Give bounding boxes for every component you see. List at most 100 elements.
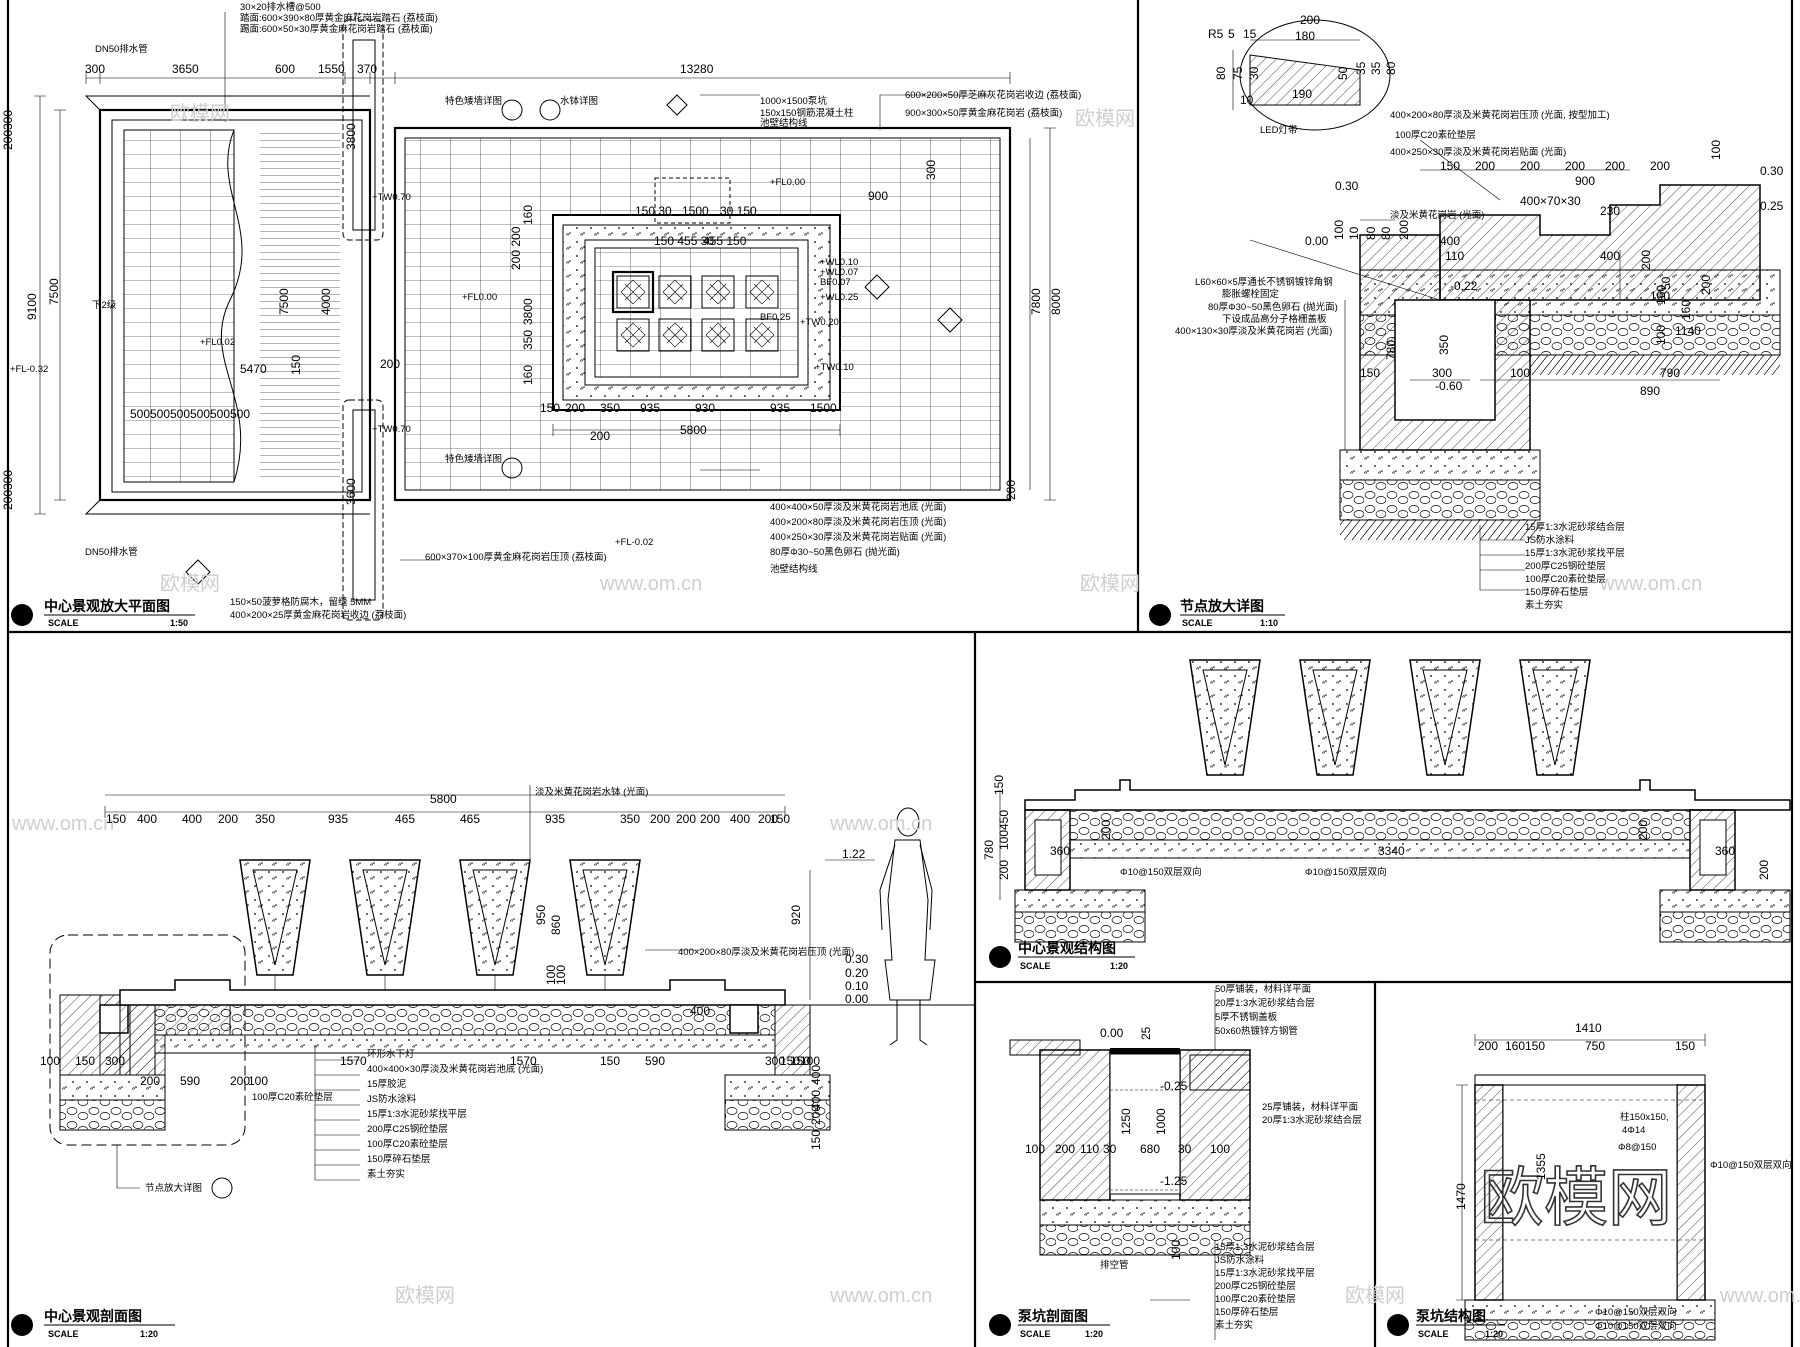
- watermark: 欧模网: [395, 1284, 455, 1307]
- section-note: 淡及米黄花岗岩水钵 (光面): [535, 786, 648, 798]
- plan-scale: 1:50: [170, 618, 188, 628]
- plan-dim-label: 300: [85, 62, 105, 76]
- plan-dim-label: 7800: [1029, 288, 1043, 315]
- section-dim-label: 350: [255, 812, 275, 826]
- plan-note: 踏面:600×390×80厚黄金麻花岗岩踏石 (荔枝面): [240, 12, 438, 24]
- section-dim-label: 465: [395, 812, 415, 826]
- plan-dim-label: 200: [590, 429, 610, 443]
- pump-dim-label: 680: [1140, 1142, 1160, 1156]
- plan-note: DN50排水管: [85, 546, 138, 558]
- pump-structure-title: 泵坑结构图: [1416, 1308, 1486, 1324]
- plan-level-mark: +FL-0.02: [615, 537, 653, 548]
- node-dim-label: 5: [1228, 27, 1235, 41]
- pump-dim-label: -0.25: [1160, 1079, 1188, 1093]
- plan-dim-label: 300: [924, 160, 938, 180]
- plan-dim-label: 3800: [521, 298, 535, 325]
- pump-dim-label: 30: [1103, 1142, 1117, 1156]
- section-dim-label: 0.00: [845, 992, 869, 1006]
- section-dim-label: 1570: [510, 1054, 537, 1068]
- node-dim-label: 0.30: [1335, 179, 1359, 193]
- section-dim-label: 400: [182, 812, 202, 826]
- pump-note: 素土夯实: [1215, 1319, 1253, 1331]
- node-dim-label: 75: [1231, 66, 1245, 80]
- plan-dim-label: 150: [540, 401, 560, 415]
- plan-dim-label: 150 455 30: [654, 234, 714, 248]
- node-dim-label: R5: [1208, 27, 1224, 41]
- section-note: 200厚C25钢砼垫层: [367, 1123, 448, 1135]
- pump-section-scale: 1:20: [1085, 1329, 1103, 1339]
- pump-structure-note: Φ10@150双层双向: [1595, 1306, 1677, 1318]
- pump-notes: 50厚铺装，材料详平面20厚1:3水泥砂浆结合层5厚不锈钢盖板50x60热镀锌方…: [1100, 983, 1362, 1331]
- pump-note: 50厚铺装，材料详平面: [1215, 983, 1311, 995]
- plan-dim-label: 300: [1, 110, 15, 130]
- plan-note: 80厚Φ30~50黑色卵石 (抛光面): [770, 546, 900, 558]
- pump-note: 200厚C25钢砼垫层: [1215, 1280, 1296, 1292]
- plan-level-mark: +FL0.02: [200, 337, 235, 348]
- plan-note: 1000×1500泵坑: [760, 95, 827, 107]
- section-dim-label: 935: [328, 812, 348, 826]
- node-note: 150厚碎石垫层: [1525, 586, 1588, 598]
- section-dim-label: 200: [230, 1074, 250, 1088]
- pump-dim-label: -1.25: [1160, 1174, 1188, 1188]
- pump-note: JS防水涂料: [1215, 1254, 1265, 1266]
- plan-dim-label: 3800: [344, 123, 358, 150]
- section-dim-label: 400: [809, 1065, 823, 1085]
- section-note: 15厚胶泥: [367, 1078, 407, 1090]
- node-dim-label: 300: [1432, 366, 1452, 380]
- plan-drawing: [34, 12, 1056, 621]
- plan-level-mark: +TW0.20: [800, 317, 839, 328]
- section-dim-label: 150: [770, 812, 790, 826]
- plan-dim-label: 150: [289, 355, 303, 375]
- pump-structure-note: 柱150x150,: [1620, 1111, 1669, 1123]
- plan-dim-label: 200: [1, 130, 15, 150]
- section-note: 100厚C20素砼垫层: [367, 1138, 448, 1150]
- structure-note: Φ10@150双层双向: [1305, 866, 1387, 878]
- plan-dim-label: 935: [770, 401, 790, 415]
- plan-dim-label: 300: [1, 470, 15, 490]
- plan-dim-label: 7500: [47, 278, 61, 305]
- section-dim-label: 400: [137, 812, 157, 826]
- plan-dim-label: 3600: [344, 478, 358, 505]
- pump-structure-note: Φ10@150双层双向: [1710, 1159, 1792, 1171]
- plan-note: 400×200×80厚淡及米黄花岗岩压顶 (光面): [770, 516, 946, 528]
- node-dim-label: 150: [1360, 366, 1380, 380]
- node-dim-label: 230: [1600, 204, 1620, 218]
- structure-note: Φ10@150双层双向: [1120, 866, 1202, 878]
- section-dim-label: 200: [758, 812, 778, 826]
- section-dim-label: 100: [40, 1054, 60, 1068]
- section-dim-label: 0.30: [845, 952, 869, 966]
- plan-level-mark: +FL0.00: [462, 292, 497, 303]
- pump-note: 5厚不锈钢盖板: [1215, 1011, 1278, 1023]
- plan-note: 150x150钢筋混凝土柱: [760, 107, 854, 119]
- section-dim-label: 100: [248, 1074, 268, 1088]
- watermark: www.om.cn: [1719, 1285, 1800, 1307]
- section-note: 400×200×80厚淡及米黄花岗岩压顶 (光面): [678, 946, 854, 958]
- node-dim-label: 200: [1699, 275, 1713, 295]
- structure-dim-label: 780: [982, 840, 996, 860]
- plan-dim-label: 200: [1, 490, 15, 510]
- section-drawing: [49, 785, 975, 1199]
- structure-dim-label: 200: [1757, 860, 1771, 880]
- node-dim-label: 110: [1445, 249, 1464, 263]
- node-note: 100厚C20素砼垫层: [1395, 129, 1476, 141]
- plan-note: 踢面:600×50×30厚黄金麻花岗岩踏石 (荔枝面): [240, 23, 433, 35]
- section-dim-label: 860: [549, 915, 563, 935]
- plan-dim-label: 500: [130, 407, 150, 421]
- pump-note: 150厚碎石垫层: [1215, 1306, 1278, 1318]
- plan-dim-label: 3650: [172, 62, 199, 76]
- plan-dim-label: 900: [868, 189, 888, 203]
- plan-dim-label: 1500: [810, 401, 837, 415]
- pump-structure-dim-label: 1410: [1575, 1021, 1602, 1035]
- node-dim-label: 100: [1650, 289, 1670, 303]
- node-dim-label: 200: [1639, 250, 1653, 270]
- section-dim-label: 200: [809, 1105, 823, 1125]
- pump-section-title: 泵坑剖面图: [1018, 1308, 1088, 1324]
- node-dim-label: 160: [1679, 300, 1693, 320]
- plan-note: 600×200×50厚芝麻灰花岗岩收边 (荔枝面): [905, 89, 1081, 101]
